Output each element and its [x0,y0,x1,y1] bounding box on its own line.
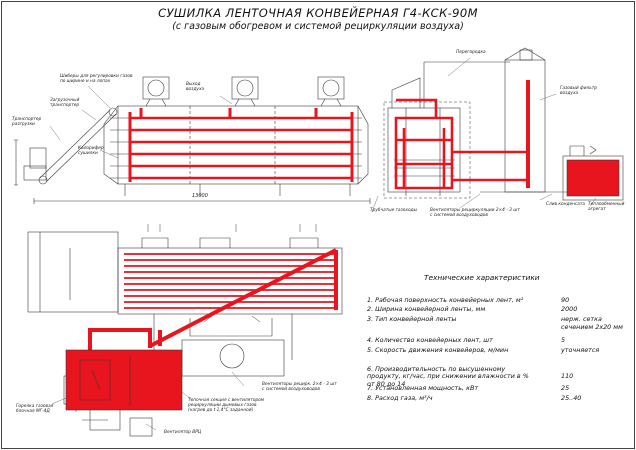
spec-value: 5 [561,336,566,344]
duct-red-plan [88,248,338,350]
label-heat-section: Топочная секция с вентилятором рециркуля… [188,398,264,413]
label-burner-unit: Горелка газовая блочная МГ-4Д [16,404,54,414]
spec-row: 6. Производительность по высушенному про… [360,358,632,388]
spec-value: уточняется [561,346,600,354]
page-title: СУШИЛКА ЛЕНТОЧНАЯ КОНВЕЙЕРНАЯ Г4-КСК-90М [158,6,478,20]
spec-value: 25 [561,384,570,392]
label-fan-note-2: Вентиляторы рецирк. 2×4 - 3 шт с системо… [262,382,337,392]
heating-pipes-side [128,108,354,182]
heating-pipes-unit [394,80,530,190]
roof-fan-2 [231,76,259,107]
gas-burner-box [566,159,620,197]
label-fan-exhaust: Вентилятор ВРЦ [164,430,202,435]
page-subtitle: (с газовым обогревом и системой рециркул… [172,21,464,32]
spec-value: 90 [561,296,570,304]
spec-param: 1. Рабочая поверхность конвейерных лент,… [367,296,524,304]
leader-lines [49,57,597,431]
roof-fan-3 [317,76,345,107]
label-dimension: 13000 [192,193,208,199]
label-transporter: Транспортер разгрузки [12,117,42,127]
label-cond-out: Слив конденсата [546,202,586,207]
dryer-side-view [14,76,371,204]
furnace-detail [79,356,131,406]
label-fan-note: Вентиляторы рециркуляции 2×4 - 3 шт с си… [430,208,520,218]
label-air-exhaust: Выход воздуха [186,82,205,92]
label-cond: Калорифер сушилки [78,146,104,156]
label-dampers: Шиберы для регулировки газов по ширине и… [60,74,133,84]
heating-pipes-plan [124,253,336,309]
label-gas-burner: Теплообменный агрегат [588,202,625,212]
roof-fan-1 [142,76,170,107]
spec-param: 6. Производительность по высушенному про… [367,364,529,388]
spec-param: 7. Установленная мощность, кВт [367,384,479,392]
furnace-block [65,349,183,411]
unit-dashed-casing [383,101,471,199]
specs-title: Технические характеристики [424,273,540,282]
spec-param: 2. Ширина конвейерной ленты, мм [367,305,486,313]
label-grate: Трубчатые газоходы [370,208,417,213]
spec-value: 25..40 [561,394,582,402]
spec-param: 8. Расход газа, м³/ч [367,394,433,402]
label-material-loading: Загрузочный транспортер [50,98,80,108]
label-filter: Газовый фильтр воздуха [560,86,597,96]
spec-value: нерж. сетка сечением 2х20 мм [561,315,623,331]
spec-param: 5. Скорость движения конвейеров, м/мин [367,346,509,354]
spec-param: 4. Количество конвейерных лент, шт [367,336,493,344]
spec-param: 3. Тип конвейерной ленты [367,315,457,323]
airflow-arrows [147,224,317,323]
spec-value: 2000 [561,305,578,313]
label-bypass: Перегородка [456,50,486,55]
spec-value: 110 [561,372,574,381]
